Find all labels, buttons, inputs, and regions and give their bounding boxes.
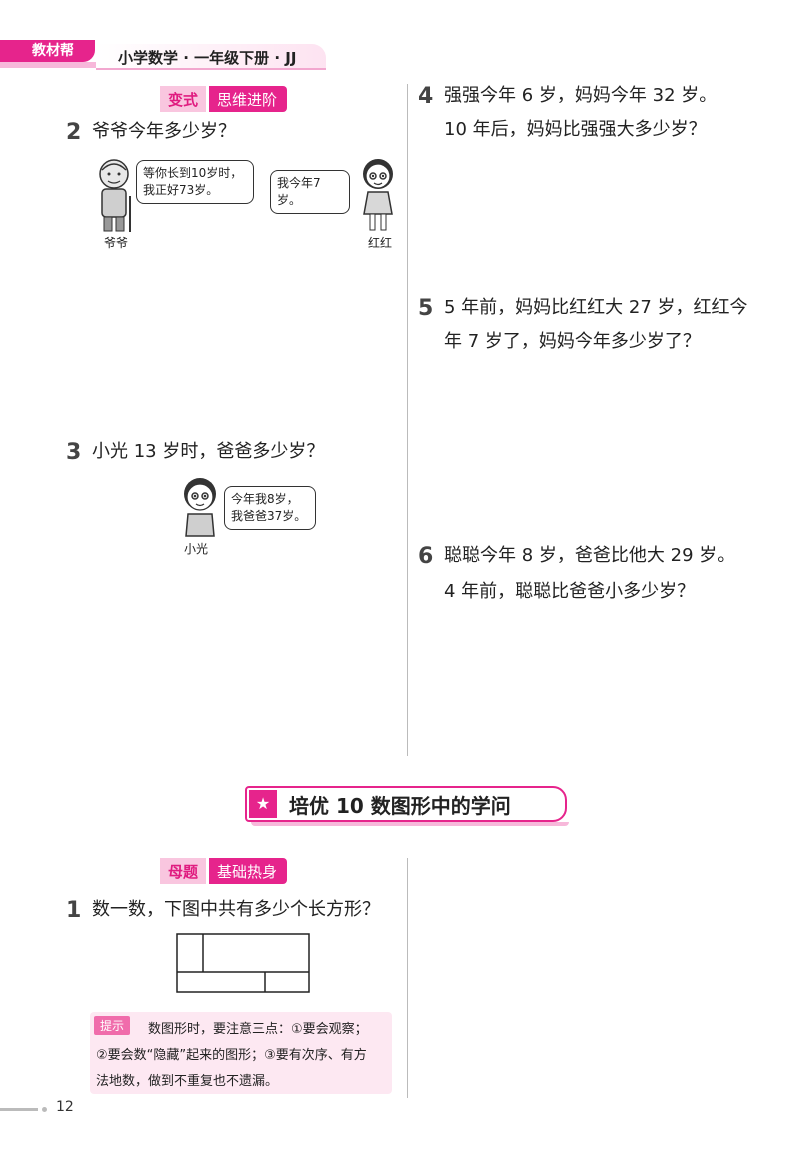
variant-tag-label: 变式 xyxy=(160,86,207,112)
grandpa-illustration xyxy=(99,159,131,232)
boy-illustration xyxy=(184,478,216,537)
banner-shadow xyxy=(251,822,569,826)
hint-label: 提示 xyxy=(94,1016,131,1035)
mother-tag-sub: 基础热身 xyxy=(209,858,288,884)
grandpa-speech-bubble: 等你长到10岁时， 我正好73岁。 xyxy=(136,160,254,204)
page-header: 教材帮 小学数学 · 一年级下册 · JJ xyxy=(0,40,330,74)
boy-speech-bubble: 今年我8岁， 我爸爸37岁。 xyxy=(224,486,316,530)
question-number-3: 3 xyxy=(66,440,82,465)
boy-speech-line-1: 今年我8岁， xyxy=(231,492,299,506)
book-title-bar: 小学数学 · 一年级下册 · JJ xyxy=(96,44,326,70)
page-footer-line xyxy=(0,1108,38,1111)
section-banner: ★ 培优 10 数图形中的学问 xyxy=(245,786,571,826)
hint-line-2: ②要会数“隐藏”起来的图形；③要有次序、有方 xyxy=(96,1048,367,1063)
section-title: 培优 10 数图形中的学问 xyxy=(289,794,511,818)
brand-label: 教材帮 xyxy=(0,40,95,62)
variant-tag: 变式 思维进阶 xyxy=(160,86,288,112)
grandpa-speech-line-2: 我正好73岁。 xyxy=(143,183,219,197)
book-title: 小学数学 · 一年级下册 · JJ xyxy=(118,49,297,67)
banner-frame xyxy=(245,786,567,822)
star-icon: ★ xyxy=(249,790,277,818)
hint-box: 提示 数图形时，要注意三点：①要会观察； ②要会数“隐藏”起来的图形；③要有次序… xyxy=(90,1012,392,1094)
question-2-text: 爷爷今年多少岁？ xyxy=(92,121,236,142)
hint-line-1: 数图形时，要注意三点：①要会观察； xyxy=(148,1022,368,1037)
girl-caption: 红红 xyxy=(368,236,393,250)
brand-strip xyxy=(0,62,98,68)
column-divider-bottom xyxy=(407,858,408,1098)
hint-line-3: 法地数，做到不重复也不遗漏。 xyxy=(96,1074,279,1089)
mother-question-tag: 母题 基础热身 xyxy=(160,858,288,884)
page-number: 12 xyxy=(56,1099,74,1115)
question-number-5: 5 xyxy=(418,296,434,321)
rectangle-figure xyxy=(176,933,310,993)
question-6-line-2: 4 年前，聪聪比爸爸小多少岁？ xyxy=(444,581,696,602)
column-divider-top xyxy=(407,84,408,756)
girl-speech-bubble: 我今年7岁。 xyxy=(270,170,350,214)
mother-tag-label: 母题 xyxy=(160,858,207,884)
question-m1-text: 数一数，下图中共有多少个长方形？ xyxy=(92,899,380,920)
question-5-line-2: 年 7 岁了，妈妈今年多少岁了？ xyxy=(444,331,701,352)
question-4-line-2: 10 年后，妈妈比强强大多少岁？ xyxy=(444,119,707,140)
girl-illustration xyxy=(363,159,393,231)
question-number-4: 4 xyxy=(418,84,434,109)
variant-tag-sub: 思维进阶 xyxy=(209,86,288,112)
question-number-m1: 1 xyxy=(66,898,82,923)
boy-caption: 小光 xyxy=(184,542,209,556)
grandpa-caption: 爷爷 xyxy=(104,236,129,250)
question-5-line-1: 5 年前，妈妈比红红大 27 岁，红红今 xyxy=(444,297,748,318)
boy-speech-line-2: 我爸爸37岁。 xyxy=(231,509,307,523)
page-footer-dot xyxy=(42,1107,47,1112)
question-6-line-1: 聪聪今年 8 岁，爸爸比他大 29 岁。 xyxy=(444,545,736,566)
question-4-line-1: 强强今年 6 岁，妈妈今年 32 岁。 xyxy=(444,85,718,106)
question-number-2: 2 xyxy=(66,120,82,145)
question-3-text: 小光 13 岁时，爸爸多少岁？ xyxy=(92,441,325,462)
grandpa-speech-line-1: 等你长到10岁时， xyxy=(143,166,243,180)
question-number-6: 6 xyxy=(418,544,434,569)
